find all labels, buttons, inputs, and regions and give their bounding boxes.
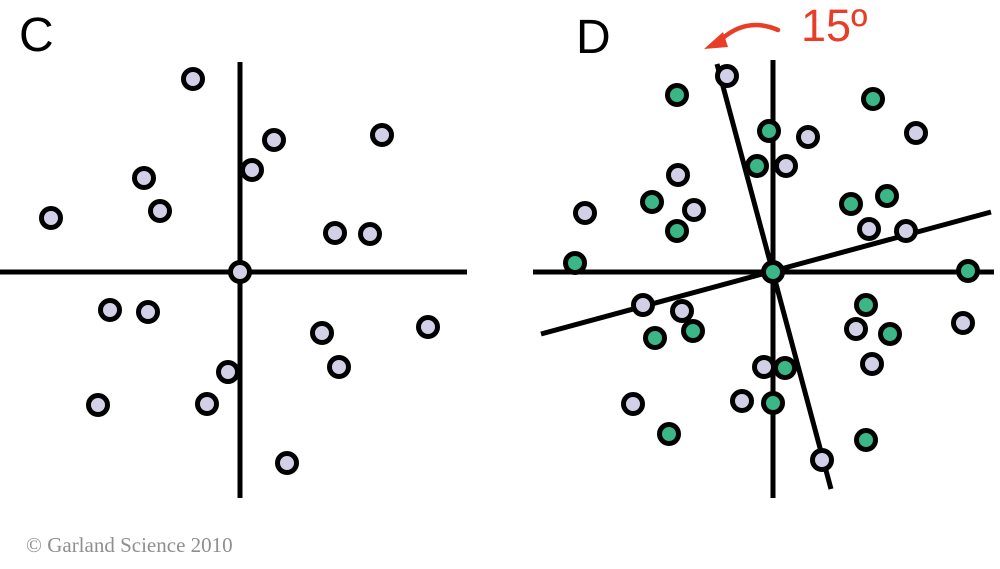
dot-rotated-15deg-points [657,422,681,446]
dot-original-points [621,392,645,416]
panel-d-label: D [576,11,611,64]
dot-original-points [715,64,739,88]
dot-original-points [416,315,440,339]
dot-rotated-15deg-points [681,319,705,343]
dot-rotated-15deg-points [563,251,587,275]
dot-original-points [310,321,334,345]
dot-original-points [98,298,122,322]
dot-original-points [195,392,219,416]
rotation-arrow [720,22,781,41]
rotation-arrow-head-icon [704,32,728,49]
dot-original-points [752,355,776,379]
dot-original-points [857,217,881,241]
panel-c-label: C [19,9,54,62]
dot-rotated-15deg-points [839,192,863,216]
dot-rotated-15deg-points [854,428,878,452]
dot-original-points [358,222,382,246]
dot-rotated-15deg-points [956,259,980,283]
dot-original-points [951,311,975,335]
dot-rotated-15deg-points [761,391,785,415]
dot-rotated-15deg-points [643,326,667,350]
rotation-angle-label: 15º [801,0,868,51]
dot-original-points [730,389,754,413]
dot-original-points [275,451,299,475]
dot-original-points [327,355,351,379]
dot-original-points [796,125,820,149]
dot-original-points [844,317,868,341]
dot-original-points [894,219,918,243]
dot-original-points [240,158,264,182]
dot-rotated-15deg-points [665,83,689,107]
dot-original-points [631,293,655,317]
dot-original-points [216,360,240,384]
dot-original-points [148,199,172,223]
dot-original-points [682,198,706,222]
dot-original-points [323,221,347,245]
dot-rotated-15deg-points [665,219,689,243]
center-dot [228,260,252,284]
dot-rotated-15deg-points [773,356,797,380]
dot-original-points [774,154,798,178]
dot-rotated-15deg-points [745,154,769,178]
dot-original-points [904,121,928,145]
dot-rotated-15deg-points [875,184,899,208]
dot-original-points [136,300,160,324]
dot-rotated-15deg-points [878,322,902,346]
dot-original-points [132,166,156,190]
dot-original-points [810,448,834,472]
dot-rotated-15deg-points [861,87,885,111]
dot-original-points [860,352,884,376]
dot-original-points [670,299,694,323]
dot-original-points [666,163,690,187]
dot-rotated-15deg-points [854,293,878,317]
center-dot [761,260,785,284]
dot-original-points [262,128,286,152]
copyright-text: © Garland Science 2010 [26,533,233,557]
dot-original-points [39,206,63,230]
dot-original-points [370,123,394,147]
dot-original-points [86,393,110,417]
dot-original-points [181,67,205,91]
dot-original-points [573,201,597,225]
dot-rotated-15deg-points [640,190,664,214]
dot-rotated-15deg-points [757,119,781,143]
